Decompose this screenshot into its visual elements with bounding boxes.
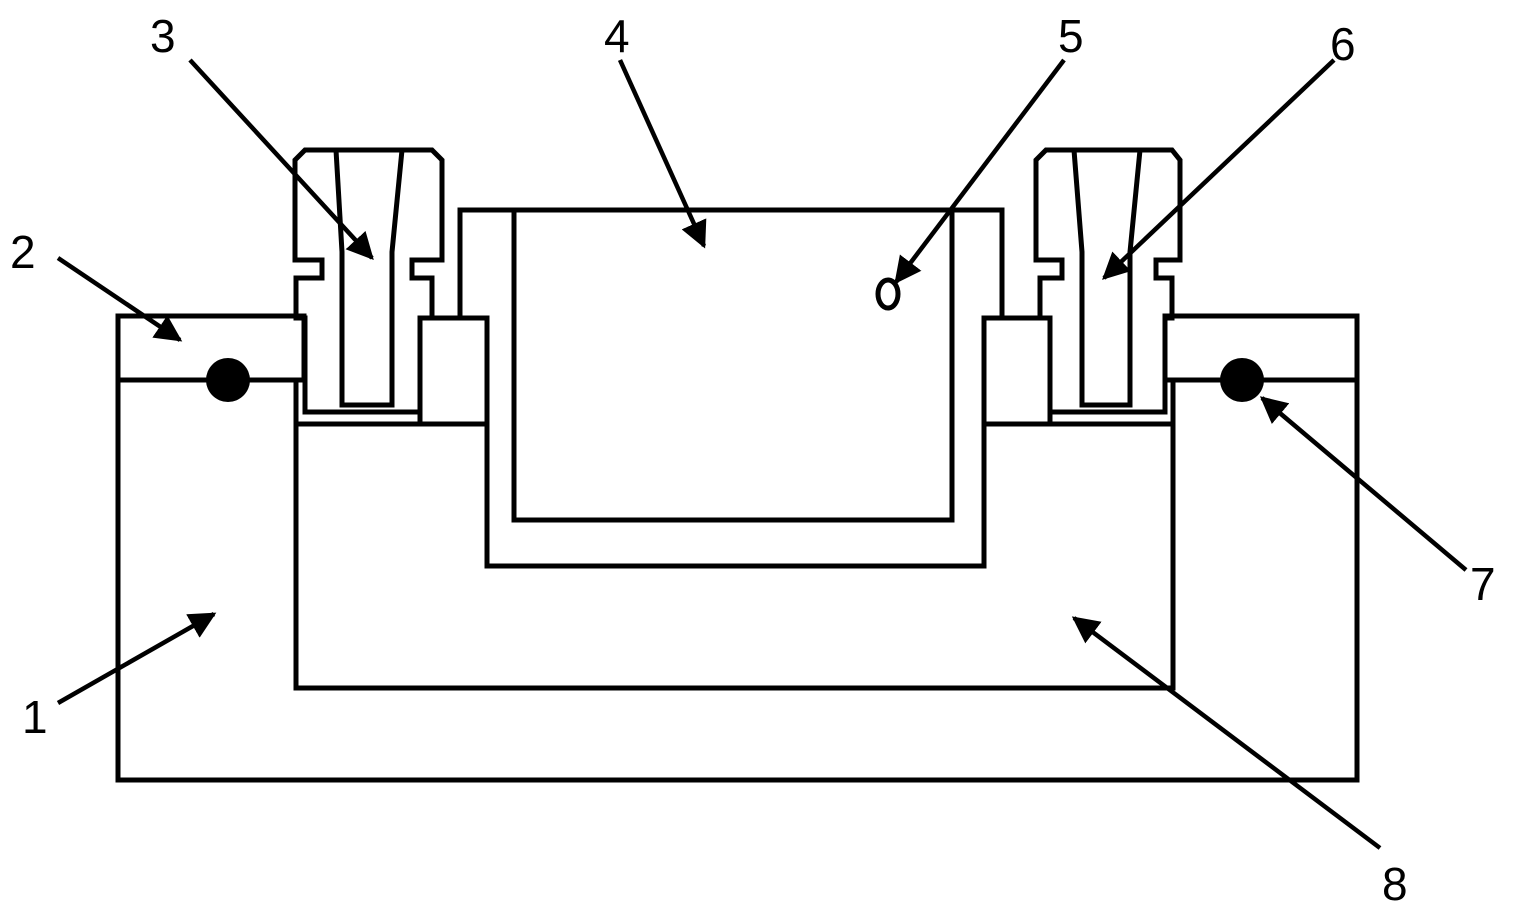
- label-1: 1: [22, 691, 48, 743]
- label-4: 4: [604, 10, 630, 62]
- leader-5: [894, 58, 1066, 285]
- spacer-block-right: [981, 315, 1053, 427]
- cavity-outline: [293, 380, 1176, 427]
- seal-ring-right: [1220, 358, 1264, 402]
- fitting-right-bore: [1071, 147, 1143, 408]
- leader-8: [1071, 616, 1382, 850]
- leader-4: [617, 59, 707, 249]
- label-6: 6: [1330, 18, 1356, 70]
- leader-1: [56, 612, 217, 705]
- label-8: 8: [1382, 858, 1408, 910]
- label-2: 2: [10, 226, 36, 278]
- leader-7: [1259, 396, 1468, 572]
- seal-ring-left: [206, 358, 250, 402]
- label-3: 3: [150, 10, 176, 62]
- sensor-marker: [875, 277, 901, 311]
- spacer-block-left: [417, 315, 490, 427]
- leader-3: [188, 58, 374, 260]
- label-5: 5: [1058, 10, 1084, 62]
- leader-2: [56, 256, 183, 342]
- fitting-right: [1033, 147, 1183, 415]
- leader-6: [1102, 58, 1336, 280]
- label-7: 7: [1470, 558, 1496, 610]
- fitting-left-bore: [333, 147, 405, 408]
- cup-holder: [457, 207, 1005, 569]
- housing-body: [115, 377, 1360, 783]
- fitting-left: [292, 147, 445, 415]
